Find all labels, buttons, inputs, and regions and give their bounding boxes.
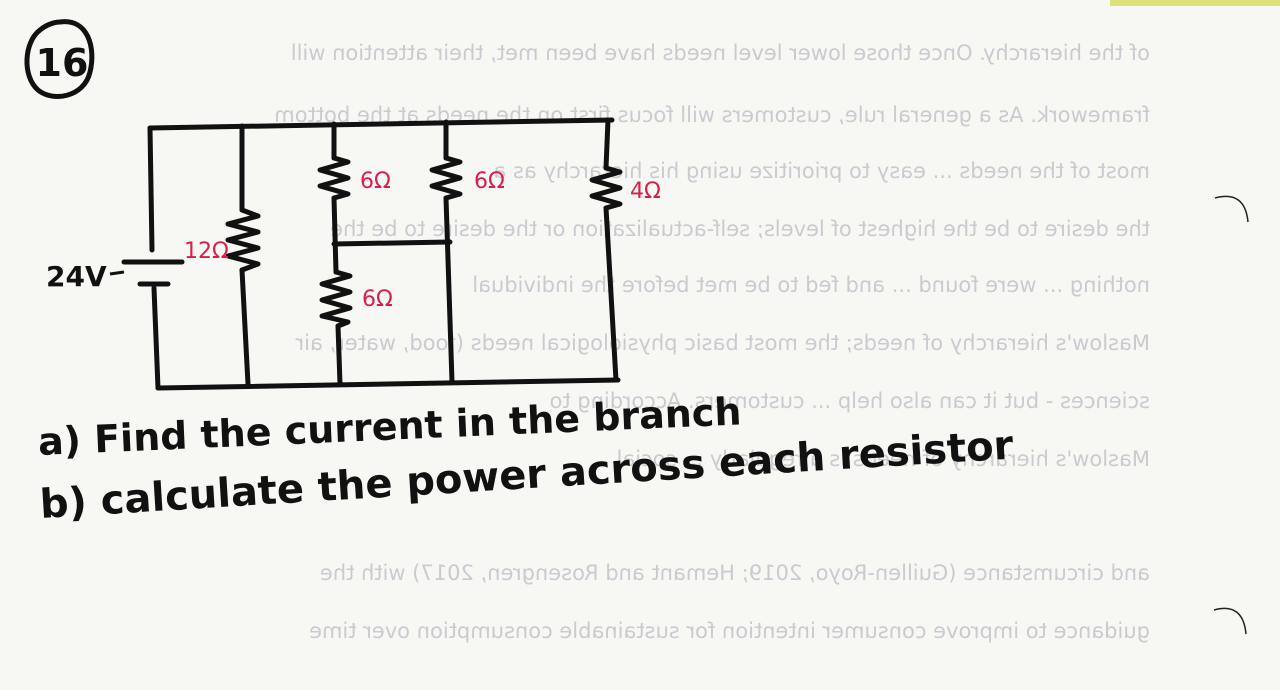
resistor-6ohm-top — [317, 155, 351, 201]
problem-number-badge: 16 — [24, 19, 95, 99]
bleed-line: of the hierarchy. Once those lower level… — [291, 41, 1150, 65]
resistor-label-4ohm: 4Ω — [630, 179, 661, 204]
resistor-label-6ohm-middle: 6Ω — [474, 169, 505, 194]
branch-4ohm-wire — [603, 117, 611, 171]
left-wire — [147, 125, 155, 253]
branch-6ohm-series-wire — [331, 195, 339, 275]
bleed-through-text: of the hierarchy. Once those lower level… — [274, 41, 1150, 643]
bleed-line: and circumstance (Guillen-Royo, 2019; He… — [320, 561, 1150, 585]
bleed-line: sciences - but it can also help ... cust… — [550, 389, 1150, 413]
bottom-wire — [155, 377, 621, 391]
resistor-label-12ohm: 12Ω — [184, 239, 229, 264]
page-curl-mark — [1214, 195, 1249, 223]
resistor-label-6ohm-bottom: 6Ω — [362, 287, 393, 312]
branch-12ohm-wire — [239, 267, 251, 387]
left-wire — [151, 285, 161, 391]
resistor-6ohm-middle — [429, 155, 463, 201]
bleed-line: the desire to be the highest of levels; … — [330, 217, 1150, 241]
resistor-4ohm — [589, 165, 623, 211]
bleed-line: Maslow's hierarchy of needs; the most ba… — [295, 331, 1150, 355]
page-curl-mark — [1213, 607, 1247, 635]
resistor-12ohm — [225, 207, 261, 273]
top-wire — [147, 117, 615, 131]
cross-link-wire — [331, 239, 453, 247]
bleed-line: nothing ... were found ... and fed to be… — [472, 273, 1150, 297]
bleed-line: Maslow's hierarchy of needs is a regular… — [617, 447, 1150, 471]
source-voltage-label: 24V — [46, 260, 107, 293]
resistor-label-6ohm-top: 6Ω — [360, 169, 391, 194]
bleed-line: guidance to improve consumer intention f… — [309, 619, 1150, 643]
paper-edge — [1110, 0, 1280, 6]
circuit-diagram — [121, 117, 623, 391]
branch-6ohm-wire — [443, 195, 455, 385]
branch-6ohm-series-wire — [335, 323, 343, 387]
problem-number: 16 — [36, 41, 89, 85]
branch-4ohm-wire — [603, 205, 619, 383]
resistor-6ohm-bottom — [319, 269, 353, 329]
source-lead — [109, 270, 125, 276]
